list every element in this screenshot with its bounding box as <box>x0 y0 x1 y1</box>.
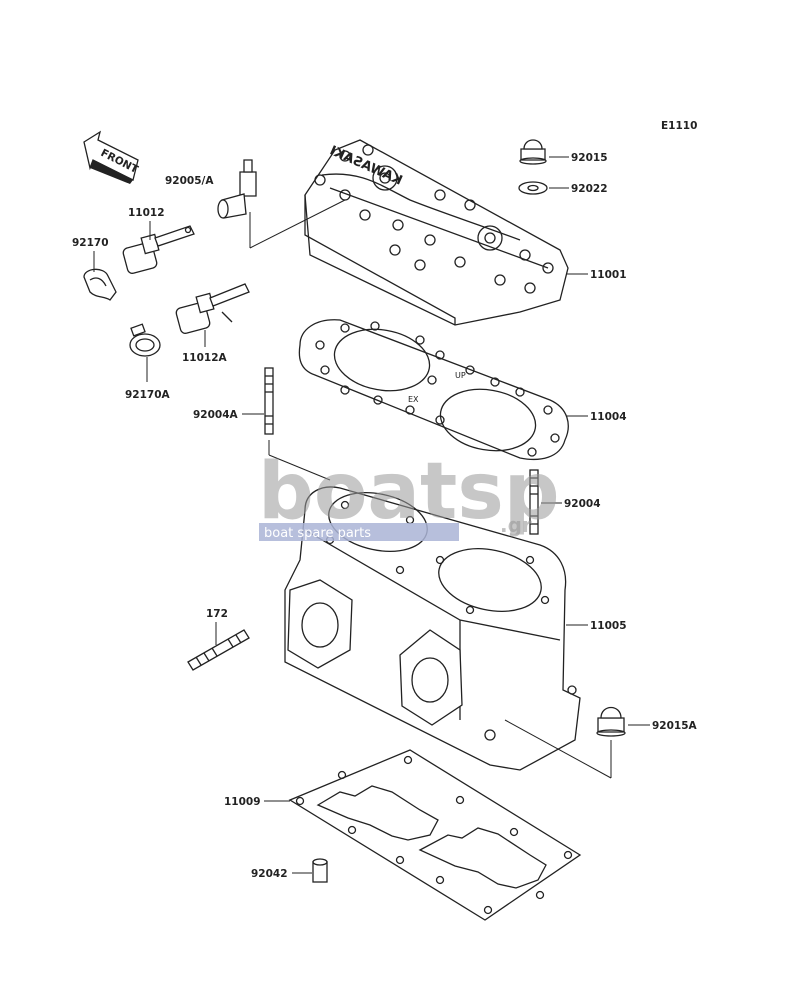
label-11004: 11004 <box>590 411 627 423</box>
label-11005: 11005 <box>590 620 627 632</box>
fitting-92005a <box>217 159 257 219</box>
head-gasket: UP EX <box>298 319 569 461</box>
label-11001: 11001 <box>590 269 627 281</box>
label-92015a: 92015A <box>652 720 698 732</box>
label-92004: 92004 <box>564 498 601 510</box>
label-92004a: 92004A <box>193 409 239 421</box>
clamp-92170 <box>83 268 117 301</box>
sensor-11012a <box>175 283 250 334</box>
diagram-code: E1110 <box>661 120 697 132</box>
sensor-11012 <box>122 225 195 274</box>
label-172: 172 <box>206 608 228 620</box>
clamp-92170a <box>129 323 161 357</box>
cylinder-block <box>284 486 581 771</box>
label-92015: 92015 <box>571 152 608 164</box>
cylinder-head: KAWASAKI <box>304 139 569 326</box>
dowel-pin-92042 <box>312 858 328 883</box>
stud-172 <box>187 629 250 671</box>
label-11012a: 11012A <box>182 352 228 364</box>
front-arrow-icon: FRONT <box>83 130 141 184</box>
label-11009: 11009 <box>224 796 261 808</box>
gasket-up-mark: UP <box>455 371 466 380</box>
cap-nut-92015 <box>519 139 547 165</box>
label-92005a: 92005/A <box>165 175 214 187</box>
watermark-suffix: .gr <box>500 513 532 537</box>
label-92170: 92170 <box>72 237 109 249</box>
watermark-brand: boatsp <box>258 447 560 537</box>
gasket-ex-mark: EX <box>408 395 419 404</box>
watermark-logo: boatsp .gr boat spare parts <box>258 447 560 541</box>
label-92042: 92042 <box>251 868 288 880</box>
washer-92022 <box>518 181 548 195</box>
base-gasket <box>288 749 582 921</box>
watermark-tagline: boat spare parts <box>264 526 371 541</box>
label-11012: 11012 <box>128 207 165 219</box>
cap-nut-92015a <box>596 706 626 737</box>
label-92022: 92022 <box>571 183 608 195</box>
stud-92004 <box>529 469 539 535</box>
label-92170a: 92170A <box>125 389 171 401</box>
stud-92004a <box>264 367 274 435</box>
